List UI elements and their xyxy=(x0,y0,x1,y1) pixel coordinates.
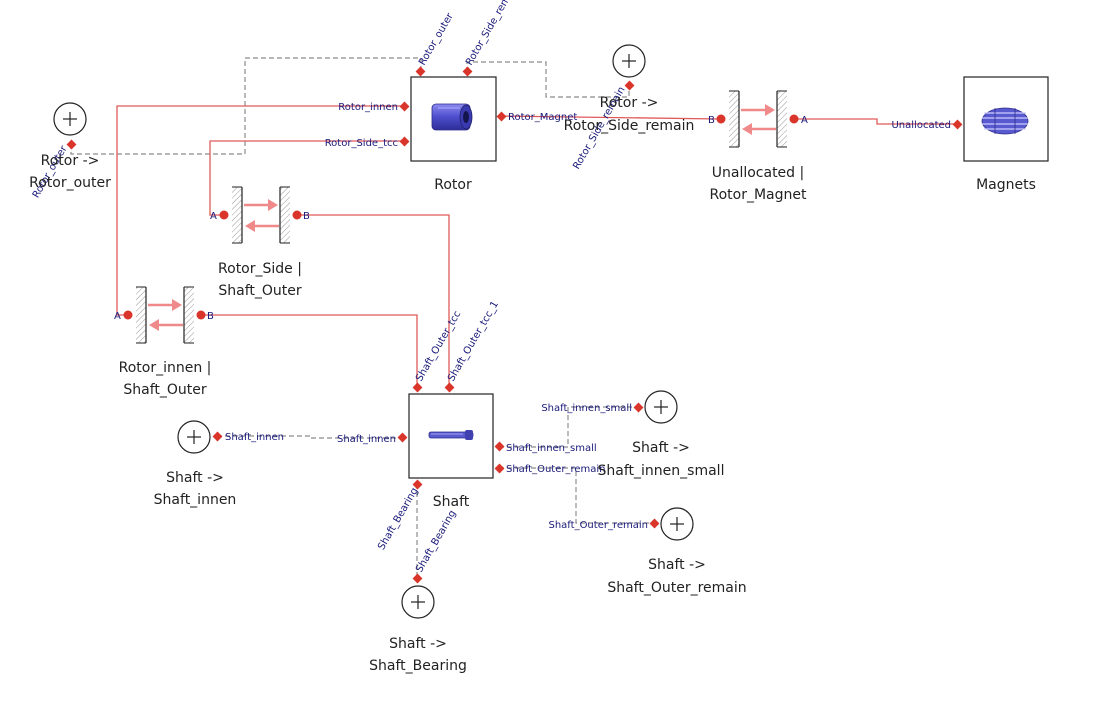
shaft-block[interactable]: Shaft xyxy=(408,393,494,510)
terminal-label-line2: Shaft_Outer_remain xyxy=(607,580,746,596)
terminal-label-line1: Shaft -> xyxy=(166,470,224,486)
port-rotor-outer[interactable] xyxy=(415,66,426,77)
port-shaft-outer-tcc-1[interactable] xyxy=(444,382,455,393)
rotor-label: Rotor xyxy=(434,177,472,193)
joint-port-a-label: A xyxy=(114,311,121,322)
joint-label-line1: Unallocated | xyxy=(712,165,804,181)
port-shaft-bearing[interactable] xyxy=(412,479,423,490)
joint-wall-right xyxy=(777,91,787,147)
joint-port-a[interactable] xyxy=(219,210,229,220)
port-label-shaft-innen-small: Shaft_innen_small xyxy=(506,443,597,454)
joint-port-b[interactable] xyxy=(196,310,206,320)
joint-label-line2: Rotor_Magnet xyxy=(710,187,808,203)
joint-wall-left xyxy=(729,91,739,147)
port-rotor-magnet[interactable] xyxy=(496,111,507,122)
connection-unallocated[interactable] xyxy=(795,118,957,125)
terminal-port-label: Shaft_Outer_remain xyxy=(548,520,648,531)
port-rotor-side-remain[interactable] xyxy=(462,66,473,77)
port-shaft-outer-remain[interactable] xyxy=(494,463,505,474)
rotor-cylinder-icon xyxy=(431,103,473,131)
port-label-shaft-bearing: Shaft_Bearing xyxy=(376,486,420,552)
joint-port-a[interactable] xyxy=(789,114,799,124)
allocated-connections xyxy=(116,105,957,388)
connection-shaft-outer-remain[interactable] xyxy=(499,467,654,524)
magnets-box[interactable] xyxy=(963,76,1049,162)
terminal-port-label: Shaft_innen_small xyxy=(541,403,632,414)
port-label-rotor-side-remain: Rotor_Side_remain xyxy=(464,0,520,68)
joint-label-line2: Shaft_Outer xyxy=(123,382,207,398)
port-label-rotor-outer: Rotor_outer xyxy=(417,11,456,68)
terminal-label-line2: Shaft_innen xyxy=(154,492,237,508)
terminal-label-line1: Shaft -> xyxy=(632,440,690,456)
joint-port-b-label: B xyxy=(708,115,715,126)
rotor-block[interactable]: Rotor xyxy=(410,76,497,193)
port-label-magnets-unallocated: Unallocated xyxy=(891,120,951,131)
connection-rotor-side-b[interactable] xyxy=(297,214,450,388)
shaft-icon xyxy=(428,430,474,440)
port-terminal-shaft-innen-small[interactable] xyxy=(633,402,644,413)
port-label-rotor-innen: Rotor_innen xyxy=(338,102,398,113)
port-terminal-shaft-bearing[interactable] xyxy=(412,573,423,584)
joint-port-b[interactable] xyxy=(292,210,302,220)
joint-rotor-side-shaft-outer[interactable]: A B Rotor_Side | Shaft_Outer xyxy=(210,186,310,299)
terminal-label-line2: Rotor_Side_remain xyxy=(564,118,695,134)
terminal-label-line1: Rotor -> xyxy=(41,153,100,169)
connection-rotor-side-remain[interactable] xyxy=(466,61,630,98)
joint-port-b-label: B xyxy=(207,311,214,322)
terminal-port-label: Shaft_innen xyxy=(225,432,284,443)
terminal-shaft-outer-remain[interactable]: Shaft_Outer_remain Shaft -> Shaft_Outer_… xyxy=(548,507,747,596)
terminal-port-label: Rotor_outer xyxy=(31,143,70,200)
port-terminal-shaft-innen[interactable] xyxy=(212,431,223,442)
connection-shaft-innen[interactable] xyxy=(217,435,402,439)
rotor-box[interactable] xyxy=(410,76,497,162)
terminal-rotor-outer[interactable]: Rotor_outer Rotor -> Rotor_outer xyxy=(29,102,111,200)
terminal-shaft-innen-small[interactable]: Shaft_innen_small Shaft -> Shaft_innen_s… xyxy=(541,390,725,479)
terminal-label-line2: Rotor_outer xyxy=(29,175,111,191)
port-terminal-rotor-outer[interactable] xyxy=(66,139,77,150)
port-rotor-side-tcc[interactable] xyxy=(399,136,410,147)
port-label-shaft-outer-remain: Shaft_Outer_remain xyxy=(506,464,606,475)
port-label-shaft-innen: Shaft_innen xyxy=(337,434,396,445)
magnets-icon xyxy=(981,107,1029,135)
joint-port-a[interactable] xyxy=(123,310,133,320)
joint-unallocated-rotor-magnet[interactable]: B A Unallocated | Rotor_Magnet xyxy=(708,90,808,203)
port-label-rotor-magnet: Rotor_Magnet xyxy=(508,112,577,123)
joint-label-line2: Shaft_Outer xyxy=(218,283,302,299)
joint-port-b-label: B xyxy=(303,211,310,222)
joint-port-b[interactable] xyxy=(716,114,726,124)
terminal-label-line2: Shaft_innen_small xyxy=(598,463,725,479)
terminal-label-line2: Shaft_Bearing xyxy=(369,658,467,674)
port-shaft-innen[interactable] xyxy=(397,432,408,443)
connection-shaft-innen-small[interactable] xyxy=(499,406,638,448)
port-rotor-innen[interactable] xyxy=(399,101,410,112)
magnets-block[interactable]: Magnets xyxy=(963,76,1049,193)
terminal-shaft-innen[interactable]: Shaft_innen Shaft -> Shaft_innen xyxy=(154,420,284,508)
port-shaft-outer-tcc[interactable] xyxy=(412,382,423,393)
port-magnets-unallocated[interactable] xyxy=(952,119,963,130)
terminal-label-line1: Rotor -> xyxy=(600,95,659,111)
connection-rotor-innen[interactable] xyxy=(116,105,405,316)
port-label-rotor-side-tcc: Rotor_Side_tcc xyxy=(325,138,398,149)
joint-port-a-label: A xyxy=(210,211,217,222)
shaft-label: Shaft xyxy=(433,494,470,510)
terminal-rotor-side-remain[interactable]: Rotor_Side_remain Rotor -> Rotor_Side_re… xyxy=(564,44,695,171)
joint-rotor-innen-shaft-outer[interactable]: A B Rotor_innen | Shaft_Outer xyxy=(114,286,214,398)
connection-rotor-magnet[interactable] xyxy=(500,115,721,120)
port-terminal-shaft-outer-remain[interactable] xyxy=(649,518,660,529)
connection-rotor-innen-b[interactable] xyxy=(201,314,418,388)
magnets-label: Magnets xyxy=(976,177,1036,193)
port-shaft-innen-small[interactable] xyxy=(494,441,505,452)
joint-label-line1: Rotor_innen | xyxy=(119,360,212,376)
joint-port-a-label: A xyxy=(801,115,808,126)
terminal-port-label: Shaft_Bearing xyxy=(414,509,458,575)
joint-label-line1: Rotor_Side | xyxy=(218,261,302,277)
terminal-label-line1: Shaft -> xyxy=(389,636,447,652)
connection-rotor-side-tcc[interactable] xyxy=(209,140,405,216)
port-terminal-rotor-side-remain[interactable] xyxy=(624,80,635,91)
terminal-label-line1: Shaft -> xyxy=(648,557,706,573)
